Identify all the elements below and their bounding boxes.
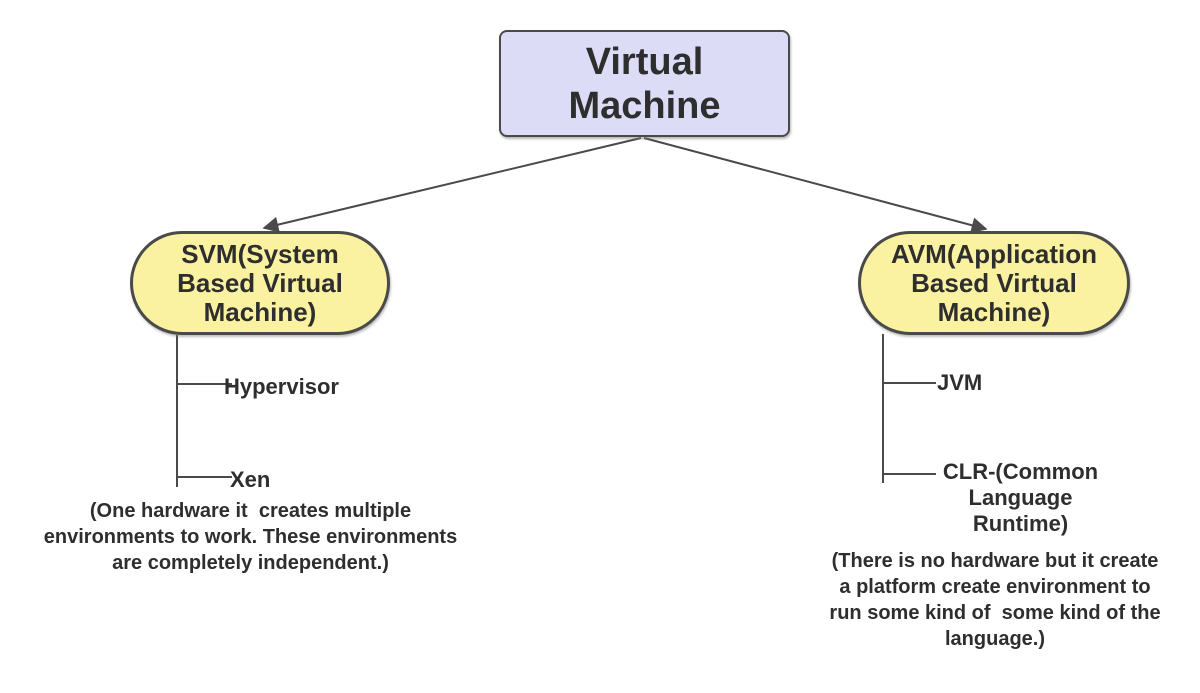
avm-label: AVM(Application Based Virtual Machine) (890, 238, 1098, 327)
avm-note: (There is no hardware but it create a pl… (829, 550, 1161, 650)
virtual-machine-node: Virtual Machine (499, 30, 790, 137)
jvm-label: JVM (937, 370, 983, 395)
avm-node: AVM(Application Based Virtual Machine) (858, 231, 1130, 335)
xen-label: Xen (230, 467, 271, 492)
svm-subtree-lines (176, 335, 232, 487)
svm-label: SVM(System Based Virtual Machine) (177, 238, 343, 327)
virtual-machine-label: Virtual Machine (568, 40, 721, 127)
clr-label: CLR-(Common Language Runtime) (942, 459, 1099, 536)
arrow-root-to-svm (262, 137, 642, 233)
arrow-root-to-avm (643, 137, 988, 234)
svm-note: (One hardware it creates multiple enviro… (43, 500, 458, 574)
hypervisor-label: Hypervisor (224, 374, 339, 399)
svm-node: SVM(System Based Virtual Machine) (130, 231, 390, 335)
